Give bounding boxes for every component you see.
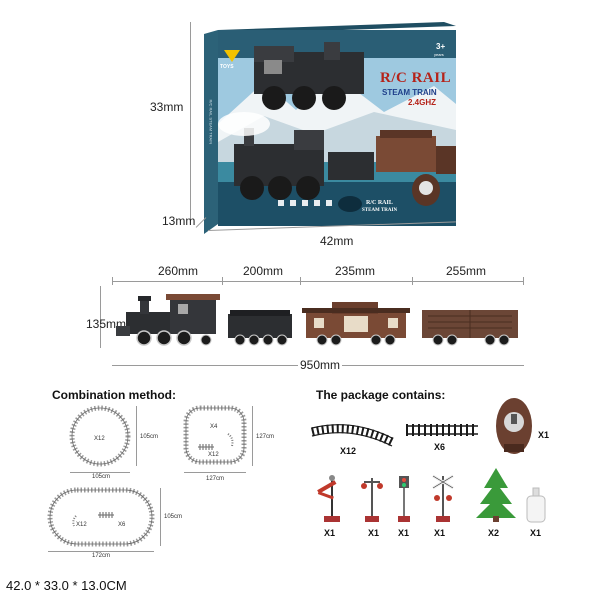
oval-layout <box>46 486 156 548</box>
train-seg4-label: 255mm <box>446 264 487 278</box>
traffic-signal-icon <box>398 476 410 522</box>
circle-height-label: 105cm <box>140 434 159 440</box>
curved-track-icon <box>310 424 395 447</box>
bottle-item <box>524 487 548 524</box>
brand-emblem-icon <box>224 50 240 62</box>
box-brand-logo <box>222 48 242 64</box>
train-seg3-label: 235mm <box>335 264 376 278</box>
combination-title: Combination method: <box>52 388 176 402</box>
oval-track-icon <box>47 487 155 547</box>
smoke-oil-bottle-icon <box>526 487 546 523</box>
box-age-unit: years <box>434 52 444 57</box>
crossing-qty: X1 <box>434 528 446 538</box>
railroad-crossing-icon <box>432 474 454 522</box>
oval-curve-label: X12 <box>76 522 87 528</box>
locomotive-icon <box>116 294 220 346</box>
box-title-line2: STEAM TRAIN <box>382 88 437 97</box>
package-title: The package contains: <box>316 388 446 402</box>
square-width-label: 127cm <box>206 476 225 482</box>
square-width-line <box>184 472 246 473</box>
train-tick-1 <box>112 277 113 285</box>
square-straight-label: X4 <box>210 424 218 430</box>
circle-width-label: 105cm <box>92 474 111 480</box>
box-side-text: R/C RAIL STEAM TRAIN <box>208 99 214 145</box>
curved-track-qty: X12 <box>340 446 357 456</box>
circle-count-label: X12 <box>94 436 105 442</box>
semaphore-qty: X1 <box>324 528 336 538</box>
cattle-car-icon <box>422 310 518 346</box>
overall-dimensions: 42.0 * 33.0 * 13.0CM <box>6 578 127 593</box>
circle-height-line <box>136 406 137 466</box>
train-seg2-label: 200mm <box>243 264 284 278</box>
lamp-post-icon <box>361 478 383 522</box>
box-title-line1: R/C RAIL <box>380 70 452 86</box>
oval-height-line <box>160 488 161 546</box>
lamp-item <box>358 474 386 524</box>
box-depth-label: 13mm <box>162 214 196 228</box>
train-tick-4 <box>412 277 413 285</box>
square-layout <box>182 404 248 466</box>
train-svg <box>116 294 518 346</box>
oval-straight-label: X6 <box>118 522 126 528</box>
crossing-item <box>430 472 456 524</box>
circle-track-icon <box>69 405 131 467</box>
circle-width-line <box>70 472 130 473</box>
box-title-line3: 2.4GHZ <box>408 98 437 107</box>
train-tick-3 <box>300 277 301 285</box>
oval-height-label: 105cm <box>164 514 183 520</box>
square-height-line <box>252 406 253 466</box>
box-footer-line1: R/C RAIL <box>366 200 393 206</box>
train-tick-5 <box>523 277 524 285</box>
straight-track-item <box>404 418 480 444</box>
pine-tree-icon <box>476 468 516 522</box>
box-illustration <box>204 22 456 234</box>
square-track-icon <box>183 405 247 465</box>
box-brand: TOYS <box>220 64 234 70</box>
caboose-car-icon <box>302 302 410 346</box>
box-top-engine <box>254 42 364 110</box>
train-height-line <box>100 286 101 348</box>
straight-track-icon <box>406 424 478 436</box>
remote-control-icon <box>496 398 532 454</box>
oval-width-label: 172cm <box>92 553 111 559</box>
bottle-qty: X1 <box>530 528 542 538</box>
train-tick-2 <box>222 277 223 285</box>
signal-item <box>394 474 414 524</box>
box-main-train <box>234 128 456 200</box>
train-illustration <box>112 292 532 352</box>
tree-item <box>474 466 518 524</box>
circle-layout <box>68 404 132 468</box>
square-curve-label: X12 <box>208 452 219 458</box>
signal-qty: X1 <box>398 528 410 538</box>
train-seg1-label: 260mm <box>158 264 199 278</box>
square-height-label: 127cm <box>256 434 275 440</box>
remote-qty: X1 <box>538 430 550 440</box>
product-box: TOYS 3+ years R/C RAIL STEAM TRAIN 2.4GH… <box>204 12 456 234</box>
lamp-qty: X1 <box>368 528 380 538</box>
train-total-label: 950mm <box>298 358 343 372</box>
semaphore-item <box>308 472 348 524</box>
box-age: 3+ <box>436 42 446 51</box>
train-top-line <box>112 281 524 282</box>
semaphore-signal-icon <box>317 475 340 522</box>
tender-car-icon <box>228 310 292 346</box>
box-height-label: 33mm <box>150 100 184 114</box>
tree-qty: X2 <box>488 528 500 538</box>
straight-track-qty: X6 <box>434 442 446 452</box>
curved-track-item <box>310 418 395 448</box>
oval-width-line <box>48 551 154 552</box>
box-width-label: 42mm <box>320 234 354 248</box>
box-height-line <box>190 22 191 220</box>
box-footer-line2: STEAM TRAIN <box>362 208 398 213</box>
remote-item <box>494 396 534 458</box>
